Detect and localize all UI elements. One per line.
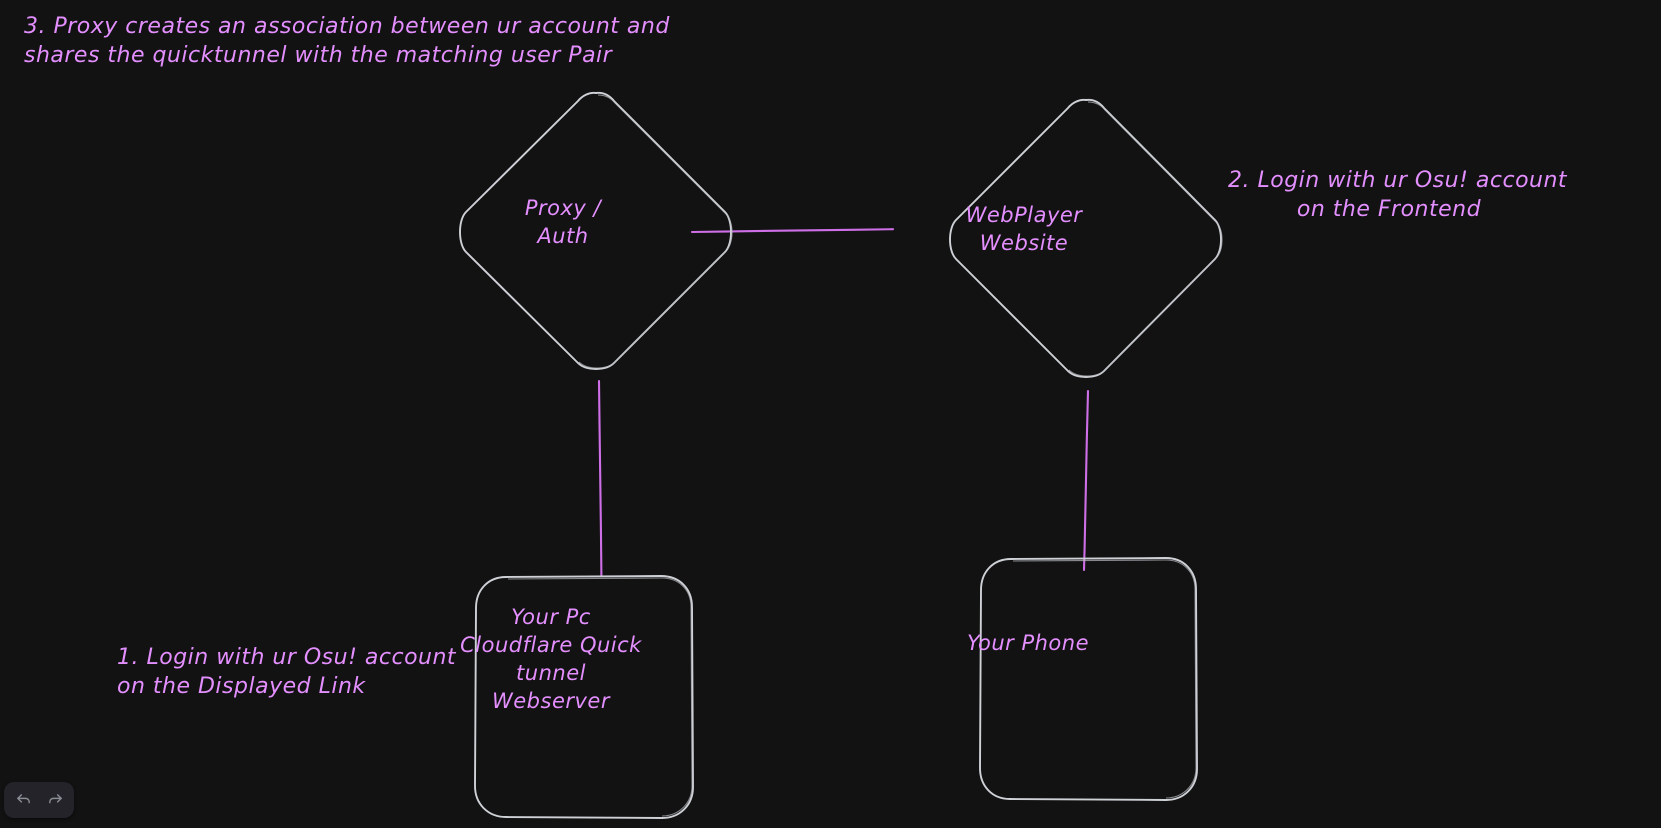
- undo-button[interactable]: [8, 787, 38, 813]
- connector-proxy-to-webplayer[interactable]: [690, 228, 895, 234]
- connector-proxy-to-yourpc[interactable]: [597, 379, 603, 578]
- history-toolbar: [4, 782, 74, 818]
- redo-button[interactable]: [40, 787, 70, 813]
- node-webplayer-website[interactable]: [949, 98, 1223, 378]
- connector-webplayer-to-yourphone[interactable]: [1082, 389, 1090, 572]
- undo-arrow-icon: [15, 792, 32, 809]
- redo-arrow-icon: [47, 792, 64, 809]
- node-proxy-auth[interactable]: [459, 91, 733, 370]
- node-your-pc[interactable]: [474, 575, 694, 819]
- node-your-phone[interactable]: [979, 557, 1198, 801]
